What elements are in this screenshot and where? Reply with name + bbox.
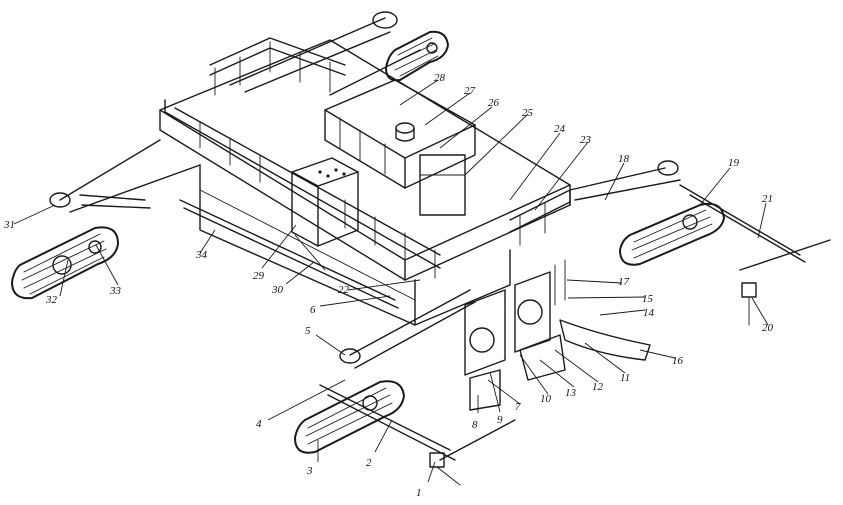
callout-18: 18 xyxy=(618,153,630,165)
callout-6: 6 xyxy=(310,304,316,316)
sensor-box-1 xyxy=(429,452,461,486)
callout-labels: 1 2 3 4 5 6 7 8 9 10 11 12 13 14 15 16 1… xyxy=(3,72,774,499)
callout-2: 2 xyxy=(366,457,372,469)
railing-front xyxy=(164,99,441,279)
callout-19: 19 xyxy=(728,157,740,169)
callout-24: 24 xyxy=(554,123,566,135)
callout-30: 30 xyxy=(271,284,284,296)
callout-4: 4 xyxy=(256,418,262,430)
callout-13: 13 xyxy=(565,387,577,399)
callout-21: 21 xyxy=(762,193,773,205)
callout-23: 23 xyxy=(580,134,592,146)
front-track xyxy=(294,380,405,454)
sensor-box-20 xyxy=(741,282,757,326)
rear-track xyxy=(385,30,449,82)
callout-16: 16 xyxy=(672,355,684,367)
engine-housing xyxy=(324,79,476,216)
callout-26: 26 xyxy=(488,97,500,109)
callout-20: 20 xyxy=(762,322,774,334)
callout-1: 1 xyxy=(416,487,422,499)
callout-8: 8 xyxy=(472,419,478,431)
callout-3: 3 xyxy=(306,465,313,477)
callout-9: 9 xyxy=(497,414,503,426)
right-boom xyxy=(569,160,831,271)
right-track xyxy=(619,202,725,266)
callout-27: 27 xyxy=(464,85,476,97)
callout-7: 7 xyxy=(515,401,521,413)
callout-33: 33 xyxy=(109,285,122,297)
callout-34: 34 xyxy=(195,249,208,261)
callout-11: 11 xyxy=(620,372,630,384)
callout-15: 15 xyxy=(642,293,654,305)
leaders xyxy=(13,79,769,483)
callout-25: 25 xyxy=(522,107,534,119)
callout-31: 31 xyxy=(3,219,15,231)
callout-32: 32 xyxy=(45,294,58,306)
callout-29: 29 xyxy=(253,270,265,282)
callout-28: 28 xyxy=(434,72,446,84)
railing-rear xyxy=(209,37,346,96)
callout-5: 5 xyxy=(305,325,311,337)
left-track xyxy=(11,226,119,300)
engine-cap xyxy=(395,122,415,142)
main-platform xyxy=(159,39,571,326)
control-panel xyxy=(291,157,359,247)
callout-12: 12 xyxy=(592,381,604,393)
callout-10: 10 xyxy=(540,393,552,405)
left-boom xyxy=(49,139,201,213)
side-rail xyxy=(179,199,399,309)
callout-22: 22 xyxy=(338,284,350,296)
callout-14: 14 xyxy=(643,307,655,319)
callout-17: 17 xyxy=(618,276,630,288)
